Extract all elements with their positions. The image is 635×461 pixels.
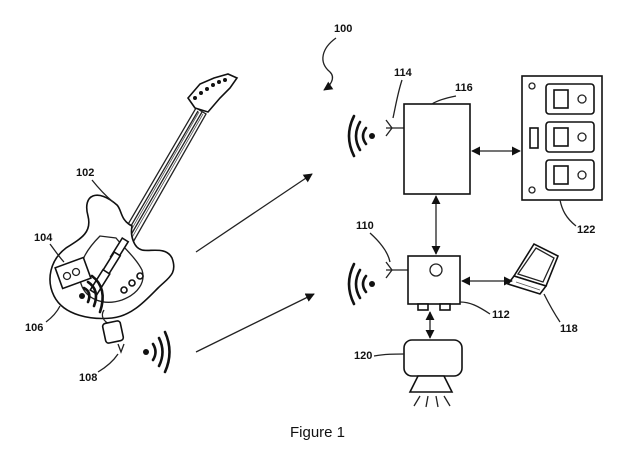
arrow-upper-transmission bbox=[196, 174, 312, 252]
ref-100: 100 bbox=[334, 23, 352, 35]
ref-120: 120 bbox=[354, 350, 372, 362]
ref-104: 104 bbox=[34, 232, 53, 244]
wireless-signal-108 bbox=[143, 332, 170, 372]
ref-116: 116 bbox=[455, 82, 473, 94]
amplifier-120 bbox=[404, 340, 462, 407]
processor-box-116 bbox=[404, 104, 470, 194]
antenna-110 bbox=[386, 262, 408, 278]
laptop-118 bbox=[508, 244, 558, 294]
receiver-112 bbox=[408, 256, 460, 310]
ref-102: 102 bbox=[76, 167, 94, 179]
ref-110: 110 bbox=[356, 220, 374, 232]
wireless-signal-110 bbox=[349, 264, 375, 304]
ref-122: 122 bbox=[577, 224, 595, 236]
pedalboard-122 bbox=[522, 76, 602, 200]
ref-106: 106 bbox=[25, 322, 43, 334]
antenna-114 bbox=[386, 120, 404, 136]
ref-114: 114 bbox=[394, 67, 413, 79]
wireless-signal-114 bbox=[349, 116, 375, 156]
figure-caption: Figure 1 bbox=[0, 424, 635, 441]
ref-118: 118 bbox=[560, 323, 578, 335]
ref-112: 112 bbox=[492, 309, 510, 321]
ref-108: 108 bbox=[79, 372, 97, 384]
arrow-lower-transmission bbox=[196, 294, 314, 352]
guitar bbox=[50, 74, 237, 352]
